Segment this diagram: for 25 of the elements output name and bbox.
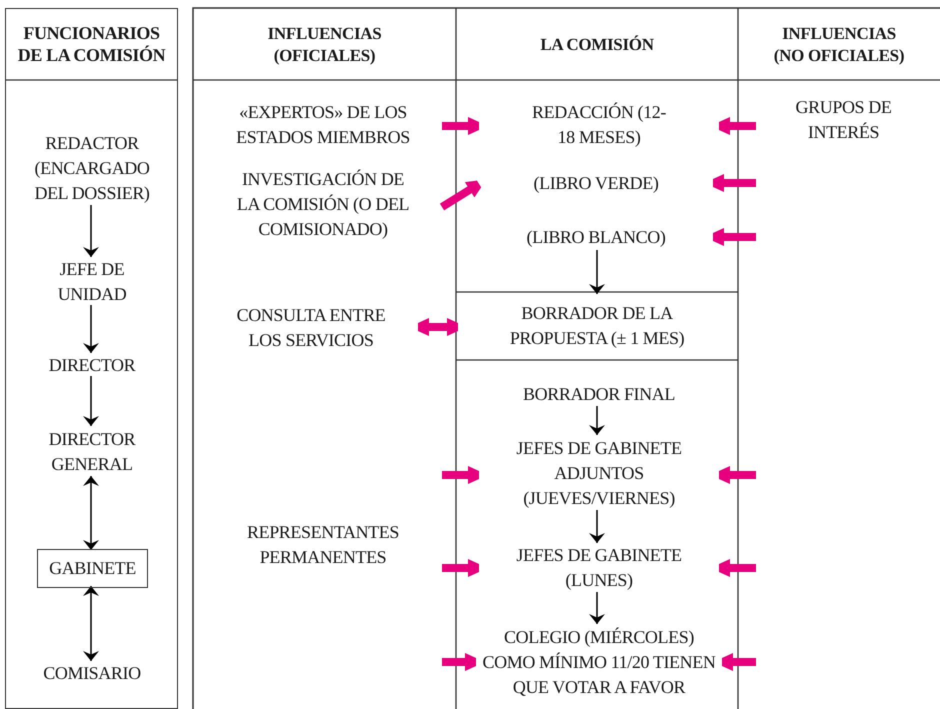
step-label: DIRECTOR <box>48 354 137 376</box>
step-label: (LIBRO BLANCO) <box>526 226 666 249</box>
step-label: CONSULTA ENTRE LOS SERVICIOS <box>236 304 386 352</box>
step-label: COLEGIO (MIÉRCOLES) COMO MÍNIMO 11/20 TIENEN QUE VOTAR A FAVOR <box>482 626 716 698</box>
panel-header: FUNCIONARIOS DE LA COMISIÓN <box>16 22 166 67</box>
step-label: REDACCIÓN (12-18 MESES) <box>531 101 667 149</box>
process-box <box>37 549 148 588</box>
step-label: (LIBRO VERDE) <box>532 172 660 195</box>
step-label: BORRADOR FINAL <box>522 383 676 406</box>
step-label: GRUPOS DE INTERÉS <box>794 96 892 144</box>
step-label: INVESTIGACIÓN DE LA COMISIÓN (O DEL COMISIONADO) <box>236 168 410 241</box>
step-label: GABINETE <box>48 557 137 580</box>
step-label: BORRADOR DE LA PROPUESTA (± 1 MES) <box>508 302 686 350</box>
column-header: LA COMISIÓN <box>540 34 654 56</box>
step-label: JEFES DE GABINETE ADJUNTOS (JUEVES/VIERNES) <box>515 436 683 510</box>
officials-panel <box>5 8 178 709</box>
step-label: REPRESENTANTES PERMANENTES <box>246 521 400 569</box>
step-label: JEFES DE GABINETE (LUNES) <box>515 544 683 592</box>
step-label: REDACTOR (ENCARGADO DEL DOSSIER) <box>33 132 151 205</box>
column-header: INFLUENCIAS (NO OFICIALES) <box>772 23 906 67</box>
column-header: INFLUENCIAS (OFICIALES) <box>266 23 382 67</box>
step-label: COMISARIO <box>42 662 142 684</box>
step-label: JEFE DE UNIDAD <box>56 258 128 306</box>
step-label: «EXPERTOS» DE LOS ESTADOS MIEMBROS <box>235 101 411 149</box>
step-label: DIRECTOR GENERAL <box>48 428 137 476</box>
